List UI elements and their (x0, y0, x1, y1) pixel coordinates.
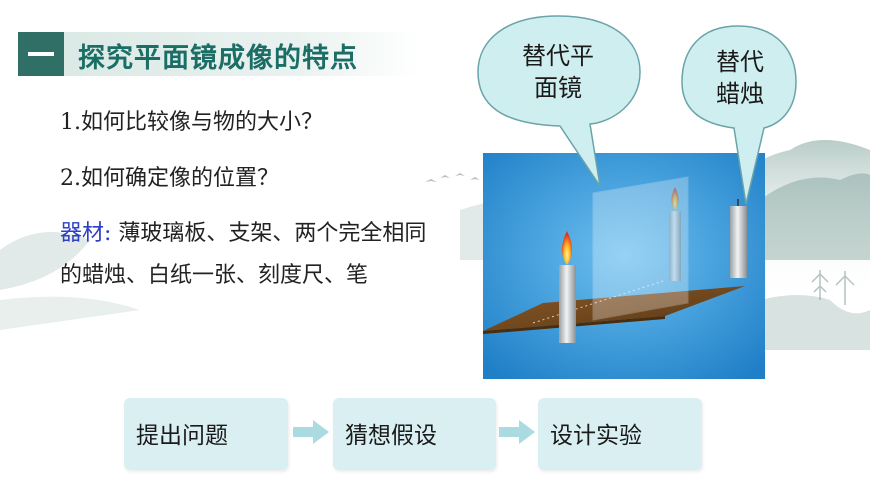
callout-mirror-line-1: 替代平 (522, 42, 594, 70)
callout-candle-line-1: 替代 (716, 48, 764, 76)
question-2: 2.如何确定像的位置？ (60, 166, 279, 191)
callout-candle: 替代蜡烛 (690, 46, 790, 110)
title-banner (18, 32, 418, 76)
step-label: 提出问题 (136, 423, 228, 449)
question-1: 1.如何比较像与物的大小？ (60, 110, 323, 135)
arrow-right-icon (499, 420, 535, 444)
page-title: 探究平面镜成像的特点 (78, 43, 358, 74)
materials-label: 器材: (60, 221, 112, 246)
callout-mirror-line-2: 面镜 (534, 74, 582, 102)
step-label: 设计实验 (550, 423, 642, 449)
experiment-illustration (483, 153, 765, 379)
materials-text: 薄玻璃板、支架、两个完全相同的蜡烛、白纸一张、刻度尺、笔 (60, 221, 427, 288)
step-raise-question[interactable]: 提出问题 (124, 398, 288, 470)
arrow-right-icon (293, 420, 329, 444)
step-design-experiment[interactable]: 设计实验 (538, 398, 702, 470)
callout-mirror: 替代平面镜 (508, 40, 608, 104)
callout-candle-line-2: 蜡烛 (716, 80, 764, 108)
materials-list: 器材: 薄玻璃板、支架、两个完全相同的蜡烛、白纸一张、刻度尺、笔 (60, 213, 440, 297)
step-label: 猜想假设 (345, 423, 437, 449)
title-bullet-mark (18, 32, 64, 76)
step-hypothesis[interactable]: 猜想假设 (333, 398, 496, 470)
